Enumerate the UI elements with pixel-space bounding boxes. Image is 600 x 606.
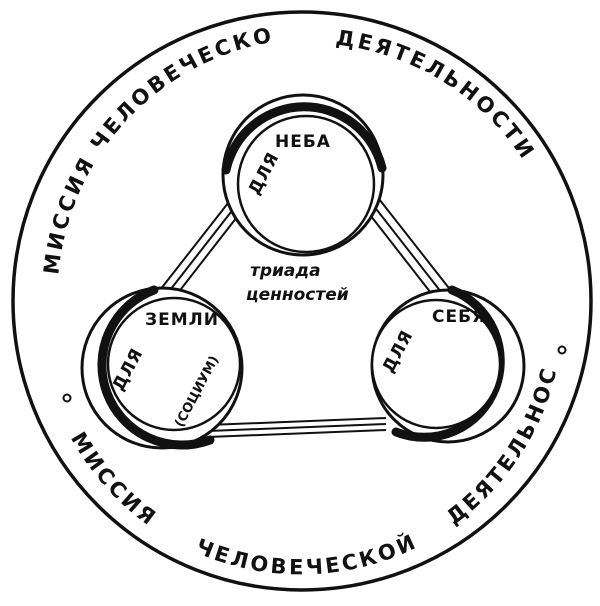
ring-text-bottom-middle: ЧЕЛОВЕЧЕСКОЙ xyxy=(192,528,421,579)
center-line1: триада xyxy=(250,261,321,281)
dot-left xyxy=(62,393,72,403)
node-right: ДЛЯ СЕБЯ xyxy=(370,285,526,444)
triangle-connectors xyxy=(159,189,453,438)
node-left-label: ЗЕМЛИ xyxy=(145,310,219,330)
outer-circle xyxy=(11,10,593,592)
dot-right xyxy=(557,345,567,355)
node-top: ДЛЯ НЕБА xyxy=(221,93,387,257)
node-top-label: НЕБА xyxy=(275,132,331,152)
node-right-label: СЕБЯ xyxy=(432,307,486,327)
center-line2: ценностей xyxy=(246,285,349,305)
node-left: ДЛЯ ЗЕМЛИ (СОЦИУМ) xyxy=(80,285,244,450)
